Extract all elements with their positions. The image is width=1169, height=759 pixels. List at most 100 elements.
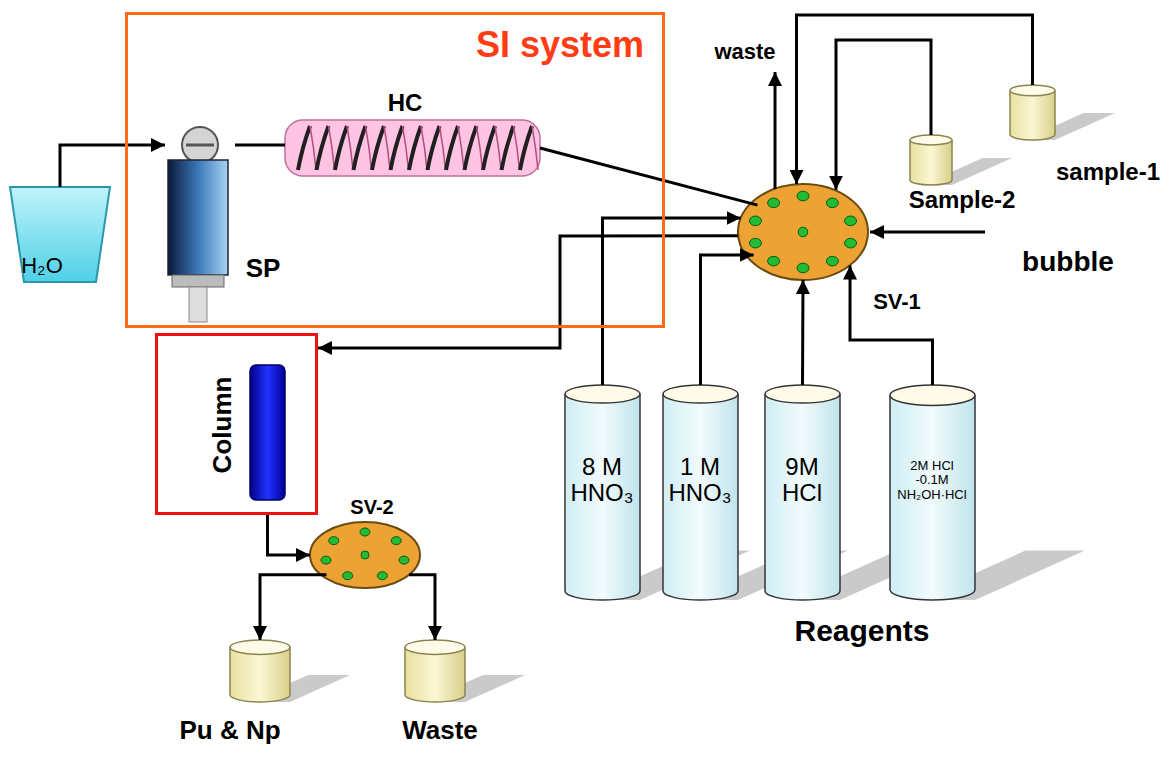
bubble-inlet-line bbox=[870, 231, 985, 234]
node-label: 1 M HNO₃ bbox=[665, 454, 735, 507]
valve-node: SV-1 bbox=[738, 184, 868, 280]
sample-cup-rim bbox=[910, 135, 952, 145]
pump-valve-mark bbox=[186, 144, 214, 147]
valve-port bbox=[399, 556, 409, 564]
node-label: Waste bbox=[402, 716, 478, 745]
coil-turn bbox=[391, 126, 403, 170]
sample-cup bbox=[405, 647, 465, 702]
coil-turn bbox=[483, 126, 495, 170]
syringe-barrel bbox=[168, 160, 228, 275]
valve-port bbox=[749, 238, 761, 248]
node-label: 8 M HNO₃ bbox=[567, 454, 637, 507]
node-label: Column bbox=[208, 377, 237, 474]
valve-port bbox=[749, 216, 761, 226]
coil-turn-back bbox=[421, 126, 427, 170]
sample-cup-rim bbox=[405, 640, 465, 654]
water-reservoir: H₂O bbox=[10, 187, 110, 282]
selection-valve bbox=[310, 522, 420, 588]
tubing-connector bbox=[60, 145, 165, 187]
reagent-bottle-node: 1 M HNO₃ bbox=[663, 385, 738, 600]
reagent-bottle bbox=[565, 394, 640, 600]
valve-port bbox=[391, 537, 401, 545]
valve-port bbox=[826, 198, 838, 208]
syringe-pump-node: SP bbox=[165, 125, 235, 325]
valve-port bbox=[845, 216, 857, 226]
coil-turn-back bbox=[384, 126, 390, 170]
coil-turn-back bbox=[347, 126, 353, 170]
coil-turn-back bbox=[366, 126, 372, 170]
tubing-connector bbox=[850, 266, 933, 385]
sample-cup bbox=[1010, 90, 1055, 140]
valve-rotor bbox=[361, 551, 369, 559]
reagent-bottle-rim bbox=[565, 385, 640, 403]
tubing-connector bbox=[267, 515, 310, 555]
coil-turn bbox=[446, 126, 458, 170]
resin-column bbox=[250, 365, 285, 500]
reagent-bottle-node: 9M HCl bbox=[765, 385, 840, 600]
valve-port bbox=[321, 556, 331, 564]
sample-cup bbox=[910, 140, 952, 185]
valve-port bbox=[797, 263, 809, 273]
tubing-connector bbox=[701, 255, 754, 385]
node-label: SV-2 bbox=[350, 496, 393, 518]
tubing-connector bbox=[540, 148, 758, 205]
annotation-label: waste bbox=[714, 40, 775, 64]
tubing-connector bbox=[260, 575, 327, 640]
coil-turn-back bbox=[458, 126, 464, 170]
reagent-bottle-node: 8 M HNO₃ bbox=[565, 385, 640, 600]
sample-cup-rim bbox=[230, 640, 290, 654]
coil-turn bbox=[502, 126, 514, 170]
coil-turn bbox=[372, 126, 384, 170]
reagent-bottle-node: 2M HCl -0.1M NH₂OH·HCl bbox=[890, 385, 975, 600]
sample-cup bbox=[230, 647, 290, 702]
system-frame: SI systemHCSPSV-1 bbox=[125, 12, 665, 328]
coil-turn-back bbox=[310, 126, 316, 170]
annotation-label: bubble bbox=[1022, 247, 1114, 278]
vessels bbox=[230, 85, 1115, 702]
valve-port bbox=[826, 256, 838, 266]
tubing-connector bbox=[318, 236, 738, 348]
node-label: Pu & Np bbox=[179, 716, 280, 745]
waste-cup: Waste bbox=[405, 640, 465, 702]
sample-cup-node: sample-1 bbox=[1010, 85, 1055, 140]
node-label: 9M HCl bbox=[767, 454, 837, 507]
node-label: sample-1 bbox=[1056, 159, 1160, 185]
valve-port bbox=[377, 572, 387, 580]
coil-turn-back bbox=[477, 126, 483, 170]
coil-turn-back bbox=[403, 126, 409, 170]
reagent-bottle bbox=[663, 394, 738, 600]
syringe-plunger bbox=[172, 275, 224, 287]
coil-turn bbox=[520, 126, 532, 170]
coil-turn bbox=[335, 126, 347, 170]
tubing-connector bbox=[603, 218, 741, 385]
holding-coil-node: HC bbox=[285, 118, 540, 178]
syringe-rod bbox=[189, 287, 207, 322]
coil-turn bbox=[354, 126, 366, 170]
column-frame: Column bbox=[155, 333, 318, 515]
sample-cup-node: Sample-2 bbox=[910, 135, 952, 185]
pump-valve bbox=[182, 127, 218, 163]
coil-turn bbox=[409, 126, 421, 170]
node-label: SV-1 bbox=[873, 290, 921, 314]
node-label: H₂O bbox=[21, 254, 63, 278]
valve-port bbox=[845, 238, 857, 248]
tubing-connector bbox=[409, 575, 435, 640]
valve-rotor bbox=[798, 227, 808, 237]
valve-ports bbox=[321, 528, 409, 580]
coil-turn bbox=[465, 126, 477, 170]
water-beaker bbox=[10, 187, 110, 282]
waste-outlet-line bbox=[774, 72, 777, 189]
coil-turn-back bbox=[514, 126, 520, 170]
valve-port bbox=[797, 191, 809, 201]
coil-turn-back bbox=[495, 126, 501, 170]
coil-turn-back bbox=[329, 126, 335, 170]
node-label: HC bbox=[388, 90, 423, 116]
selection-valve bbox=[738, 184, 868, 280]
node-label: SP bbox=[246, 254, 281, 283]
coil-turn bbox=[298, 126, 310, 170]
node-label: Sample-2 bbox=[909, 187, 1016, 213]
coil-turn-back bbox=[532, 126, 538, 170]
